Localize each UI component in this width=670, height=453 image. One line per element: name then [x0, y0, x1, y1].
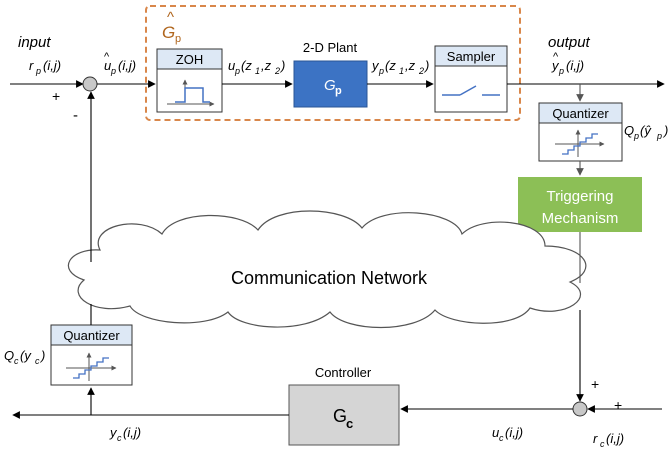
svg-text:r: r — [593, 431, 598, 446]
quantizer-bottom-title: Quantizer — [63, 328, 120, 343]
svg-text:y: y — [109, 425, 118, 440]
svg-text:1: 1 — [399, 66, 404, 76]
ghat-sub: p — [175, 33, 181, 45]
q-c-label: Q c (y c ) — [4, 348, 45, 366]
svg-text:p: p — [378, 66, 384, 76]
u-p-label: u p (z 1 ,z 2 ) — [228, 58, 285, 76]
quantizer-bottom-staircase-icon — [66, 352, 117, 381]
svg-text:(i,j): (i,j) — [505, 425, 523, 440]
svg-text:(i,j): (i,j) — [118, 58, 136, 73]
svg-text:p: p — [110, 66, 116, 76]
sum-bottom-plus-upper: + — [591, 376, 599, 392]
svg-text:p: p — [656, 131, 662, 141]
u-hat-p-label: ^ u p (i,j) — [104, 51, 136, 76]
svg-text:(z: (z — [241, 58, 252, 73]
svg-text:y: y — [551, 58, 560, 73]
triggering-line1: Triggering — [547, 188, 614, 205]
svg-text:p: p — [633, 131, 639, 141]
svg-text:(i,j): (i,j) — [43, 58, 61, 73]
r-p-label: r p (i,j) — [29, 58, 61, 76]
svg-text:p: p — [35, 66, 41, 76]
svg-text:^: ^ — [104, 51, 110, 63]
svg-text:(y: (y — [20, 348, 32, 363]
svg-text:Q: Q — [624, 123, 634, 138]
svg-text:(i,j): (i,j) — [566, 58, 584, 73]
svg-text:): ) — [423, 58, 429, 73]
svg-text:): ) — [39, 348, 45, 363]
svg-text:,z: ,z — [405, 58, 416, 73]
svg-text:c: c — [117, 433, 122, 443]
triggering-mechanism-block: Triggering Mechanism — [518, 177, 642, 232]
communication-network-cloud: Communication Network — [67, 210, 587, 329]
svg-text:2: 2 — [418, 66, 424, 76]
zoh-waveform-icon — [167, 79, 215, 107]
u-c-label: u c (i,j) — [492, 425, 523, 443]
y-c-label: y c (i,j) — [109, 425, 141, 443]
zoh-title: ZOH — [176, 52, 203, 67]
svg-text:(z: (z — [385, 58, 396, 73]
sum-top-plus: + — [52, 88, 60, 104]
svg-text:G: G — [324, 77, 336, 94]
r-c-label: r c (i,j) — [593, 431, 624, 449]
svg-text:(i,j): (i,j) — [606, 431, 624, 446]
quantizer-bottom-block: Quantizer — [50, 324, 133, 386]
y-hat-p-label: ^ y p (i,j) — [551, 51, 584, 76]
svg-text:p: p — [558, 66, 564, 76]
svg-text:u: u — [104, 58, 111, 73]
svg-text:1: 1 — [255, 66, 260, 76]
svg-text:,z: ,z — [261, 58, 272, 73]
sampled-plant-boundary — [145, 5, 521, 121]
svg-text:(ŷ: (ŷ — [640, 123, 652, 138]
network-label: Communication Network — [231, 268, 428, 288]
quantizer-top-staircase-icon — [555, 129, 605, 157]
quantizer-top-title: Quantizer — [552, 106, 609, 121]
zoh-block: ZOH — [156, 48, 223, 113]
sampler-switch-icon — [442, 85, 500, 96]
svg-text:): ) — [662, 123, 668, 138]
svg-text:2: 2 — [274, 66, 280, 76]
output-label: output — [548, 34, 591, 51]
svg-text:c: c — [499, 433, 504, 443]
quantizer-top-block: Quantizer — [538, 102, 623, 162]
svg-text:Q: Q — [4, 348, 14, 363]
svg-text:p: p — [335, 85, 342, 97]
controller-block: G c — [288, 384, 400, 446]
summing-junction-top — [82, 76, 98, 92]
svg-text:c: c — [346, 416, 353, 431]
summing-junction-bottom — [572, 401, 588, 417]
svg-text:^: ^ — [553, 51, 559, 63]
sampler-title: Sampler — [447, 49, 496, 64]
svg-text:p: p — [234, 66, 240, 76]
svg-text:c: c — [600, 439, 605, 449]
svg-text:u: u — [228, 58, 235, 73]
svg-text:G: G — [333, 406, 347, 426]
triggering-line2: Mechanism — [542, 210, 619, 227]
svg-text:u: u — [492, 425, 499, 440]
svg-text:y: y — [371, 58, 380, 73]
svg-text:c: c — [14, 356, 19, 366]
ghat-label: G — [162, 23, 175, 42]
sum-bottom-plus-right: + — [614, 397, 622, 413]
plant-title: 2-D Plant — [303, 40, 358, 55]
controller-title: Controller — [315, 365, 372, 380]
plant-block: G p — [293, 60, 368, 108]
sum-top-minus: - — [73, 107, 78, 124]
svg-text:r: r — [29, 58, 34, 73]
svg-text:c: c — [35, 356, 40, 366]
input-label: input — [18, 34, 51, 51]
svg-text:): ) — [279, 58, 285, 73]
svg-text:(i,j): (i,j) — [123, 425, 141, 440]
q-p-label: Q p (ŷ p ) — [624, 123, 668, 141]
sampler-block: Sampler — [434, 45, 508, 113]
ghat-hat: ^ — [167, 9, 174, 26]
y-p-label: y p (z 1 ,z 2 ) — [371, 58, 429, 76]
